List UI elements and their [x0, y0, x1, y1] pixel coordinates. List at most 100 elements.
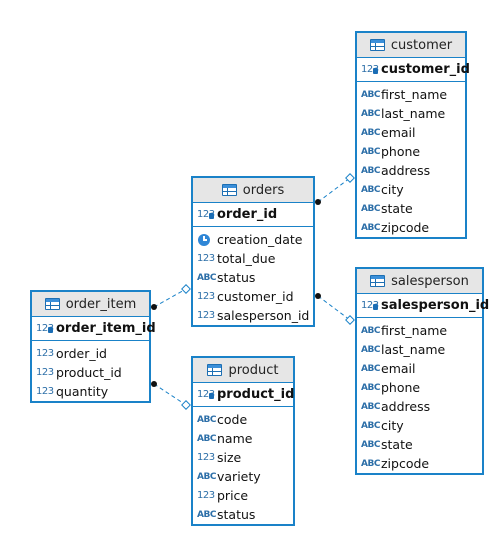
column-name: city — [381, 418, 404, 433]
column-name: first_name — [381, 87, 448, 102]
column-name: phone — [381, 144, 421, 159]
entity-header[interactable]: customer — [357, 33, 465, 58]
text-type-icon: ABC — [361, 222, 380, 233]
text-type-icon: ABC — [361, 382, 380, 393]
text-type-icon: ABC — [361, 363, 380, 374]
text-type-icon: ABC — [361, 184, 380, 195]
entity-title: order_item — [65, 296, 137, 312]
entity-header[interactable]: product — [193, 358, 293, 383]
column-name: variety — [217, 469, 261, 484]
primary-key-number-icon: 123 — [197, 209, 215, 220]
relationship-order-item-product — [151, 381, 191, 410]
text-type-icon: ABC — [361, 325, 380, 336]
column-name: state — [381, 201, 413, 216]
number-type-icon: 123 — [197, 490, 215, 501]
entity-title: customer — [390, 37, 453, 53]
entity-title: salesperson — [391, 273, 469, 289]
number-type-icon: 123 — [36, 348, 54, 359]
column-name: city — [381, 182, 404, 197]
text-type-icon: ABC — [361, 439, 380, 450]
primary-key-row[interactable]: 123 salesperson_id — [357, 294, 489, 318]
column-name: salesperson_id — [217, 308, 310, 323]
primary-key-number-icon: 123 — [361, 300, 379, 311]
relationship-order-item-orders — [151, 284, 191, 310]
column-name: product_id — [56, 365, 122, 380]
text-type-icon: ABC — [361, 108, 380, 119]
primary-key-number-icon: 123 — [197, 389, 215, 400]
column-name: first_name — [381, 323, 448, 338]
table-icon — [221, 184, 237, 196]
table-icon — [44, 298, 60, 310]
text-type-icon: ABC — [361, 203, 380, 214]
column-name: status — [217, 270, 256, 285]
primary-key-row[interactable]: 123 product_id — [193, 383, 294, 407]
column-name: customer_id — [217, 289, 294, 304]
text-type-icon: ABC — [361, 401, 380, 412]
text-type-icon: ABC — [361, 165, 380, 176]
table-icon — [369, 39, 385, 51]
column-name: code — [217, 412, 248, 427]
column-name: zipcode — [381, 220, 430, 235]
column-name: name — [217, 431, 253, 446]
text-type-icon: ABC — [361, 146, 380, 157]
column-name: state — [381, 437, 413, 452]
column-name: email — [381, 361, 416, 376]
table-icon — [207, 364, 223, 376]
column-name: address — [381, 399, 431, 414]
primary-key-row[interactable]: 123 order_item_id — [32, 317, 156, 341]
entity-title: product — [228, 362, 279, 378]
column-name: address — [381, 163, 431, 178]
primary-key-name: order_id — [217, 207, 278, 222]
entity-header[interactable]: salesperson — [357, 269, 482, 294]
number-type-icon: 123 — [197, 253, 215, 264]
column-name: total_due — [217, 251, 276, 266]
primary-key-row[interactable]: 123 customer_id — [357, 58, 470, 82]
entity-header[interactable]: order_item — [32, 292, 149, 317]
text-type-icon: ABC — [361, 127, 380, 138]
column-row[interactable]: creation_date — [193, 230, 313, 249]
primary-key-row[interactable]: 123 order_id — [193, 203, 313, 227]
text-type-icon: ABC — [197, 414, 216, 425]
entity-header[interactable]: orders — [193, 178, 313, 203]
column-name: last_name — [381, 342, 446, 357]
primary-key-name: salesperson_id — [381, 298, 490, 313]
